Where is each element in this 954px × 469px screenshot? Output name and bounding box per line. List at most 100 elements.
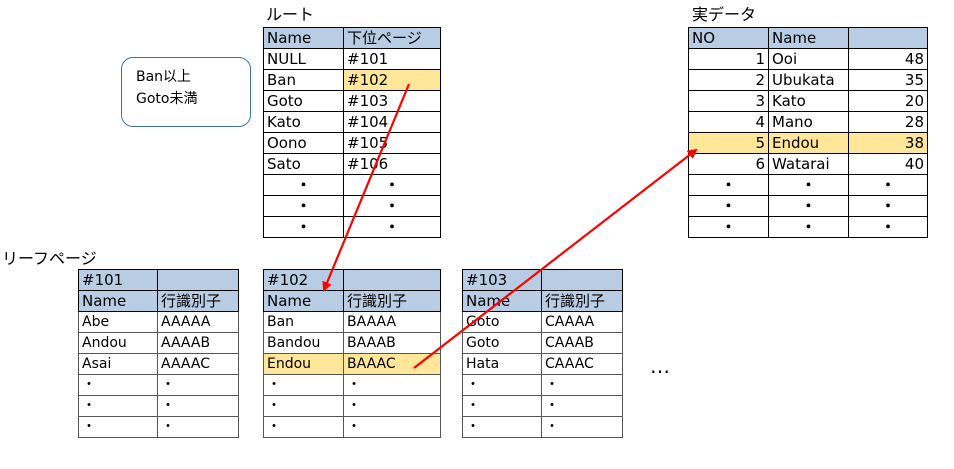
continuation-row: ・・: [462, 395, 623, 417]
continuation-dot: ・: [263, 374, 344, 396]
continuation-dot: ・: [768, 174, 849, 196]
continuation-dot: ・: [263, 416, 344, 438]
continuation-dot: ・: [157, 395, 239, 417]
table-cell: Kato: [263, 111, 344, 133]
table-cell: Goto: [462, 311, 542, 333]
page-id: #103: [462, 269, 542, 291]
continuation-dot: ・: [541, 416, 623, 438]
continuation-dot: ・: [263, 216, 344, 238]
continuation-dot: ・: [78, 395, 158, 417]
table-row: Goto#103: [263, 90, 441, 112]
continuation-dot: ・: [157, 416, 239, 438]
table-cell: 40: [848, 153, 928, 175]
continuation-dot: ・: [768, 195, 849, 217]
table-cell: Asai: [78, 353, 158, 375]
table-row: Oono#105: [263, 132, 441, 154]
table-cell: 6: [688, 153, 769, 175]
continuation-dot: ・: [157, 374, 239, 396]
table-cell: 28: [848, 111, 928, 133]
table-cell: Abe: [78, 311, 158, 333]
table-cell: CAAAC: [541, 353, 623, 375]
table-cell: Watarai: [768, 153, 849, 175]
empty-cell: [157, 269, 239, 291]
table-cell: CAAAB: [541, 332, 623, 354]
table-cell: AAAAB: [157, 332, 239, 354]
table-cell: 1: [688, 48, 769, 70]
range-note-line1: Ban以上: [136, 69, 192, 85]
data-label: 実データ: [692, 5, 757, 24]
continuation-dot: ・: [688, 174, 769, 196]
table-cell: AAAAA: [157, 311, 239, 333]
table-row: Ban#102: [263, 69, 441, 91]
table-cell: 35: [848, 69, 928, 91]
column-header: Name: [768, 27, 849, 49]
continuation-row: ・・: [78, 374, 239, 396]
table-cell: #104: [343, 111, 441, 133]
column-header: 行識別子: [157, 290, 239, 312]
continuation-dot: ・: [263, 195, 344, 217]
root-label: ルート: [266, 5, 315, 24]
continuation-row: ・・: [263, 195, 441, 217]
table-cell: #105: [343, 132, 441, 154]
column-header: Name: [78, 290, 158, 312]
page-id: #101: [78, 269, 158, 291]
table-cell: AAAAC: [157, 353, 239, 375]
table-cell: BAAAA: [343, 311, 441, 333]
column-header: Name: [263, 290, 344, 312]
table-cell: Andou: [78, 332, 158, 354]
continuation-dot: ・: [848, 195, 928, 217]
column-header: 行識別子: [343, 290, 441, 312]
continuation-dot: ・: [78, 416, 158, 438]
table-cell: Ooi: [768, 48, 849, 70]
continuation-dot: ・: [343, 216, 441, 238]
table-cell: 48: [848, 48, 928, 70]
table-row: Kato#104: [263, 111, 441, 133]
continuation-dot: ・: [343, 416, 441, 438]
continuation-dot: ・: [343, 195, 441, 217]
table-cell: Oono: [263, 132, 344, 154]
continuation-dot: ・: [343, 395, 441, 417]
continuation-row: ・・・: [688, 174, 928, 196]
continuation-dot: ・: [462, 374, 542, 396]
continuation-row: ・・: [263, 216, 441, 238]
column-header: 行識別子: [541, 290, 623, 312]
leaf-pages-label: リーフページ: [2, 249, 97, 268]
continuation-dot: ・: [541, 374, 623, 396]
continuation-row: ・・: [263, 416, 441, 438]
continuation-dot: ・: [263, 395, 344, 417]
table-cell: CAAAA: [541, 311, 623, 333]
table-cell: BAAAC: [343, 353, 441, 375]
table-cell: Sato: [263, 153, 344, 175]
more-pages-ellipsis: …: [650, 354, 672, 378]
table-cell: Bandou: [263, 332, 344, 354]
table-cell: Mano: [768, 111, 849, 133]
page-id: #102: [263, 269, 344, 291]
column-header: NO: [688, 27, 769, 49]
continuation-dot: ・: [848, 216, 928, 238]
continuation-row: ・・: [263, 395, 441, 417]
continuation-dot: ・: [263, 174, 344, 196]
continuation-row: ・・: [462, 416, 623, 438]
table-cell: #106: [343, 153, 441, 175]
empty-cell: [343, 269, 441, 291]
table-row: NULL#101: [263, 48, 441, 70]
table-cell: 38: [848, 132, 928, 154]
table-cell: NULL: [263, 48, 344, 70]
column-header: [848, 27, 928, 49]
